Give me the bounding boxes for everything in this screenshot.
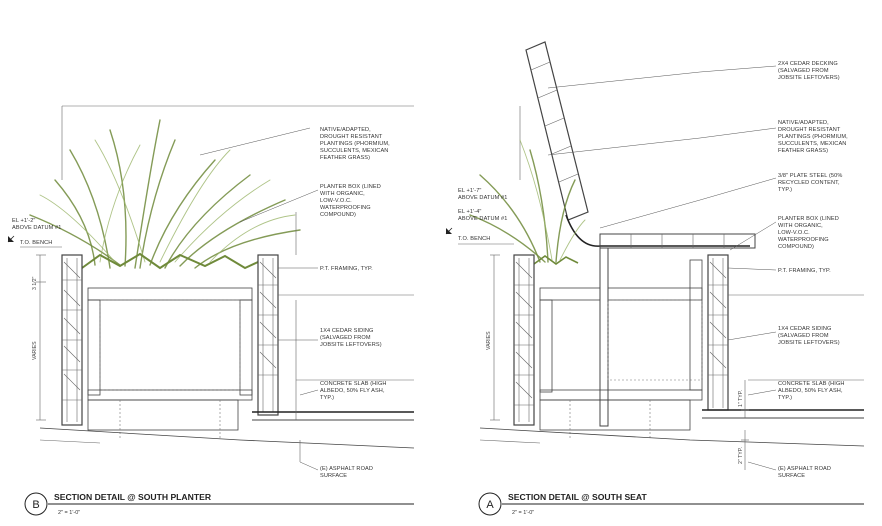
- left-note-siding: 1X4 CEDAR SIDING (SALVAGED FROM JOBSITE …: [320, 328, 382, 348]
- right-note-slab: CONCRETE SLAB (HIGH ALBEDO, 50% FLY ASH,…: [778, 381, 845, 401]
- right-note-framing: P.T. FRAMING, TYP.: [778, 268, 831, 274]
- left-section-detail: 3 1/2" VARIES EL +1'-2" ABOVE DATUM #1 T…: [7, 105, 415, 516]
- left-title-block: B SECTION DETAIL @ SOUTH PLANTER 2" = 1'…: [24, 492, 414, 516]
- left-detail-badge: B: [32, 499, 39, 511]
- svg-text:JOBSITE LEFTOVERS): JOBSITE LEFTOVERS): [320, 342, 382, 348]
- svg-text:SUCCULENTS, MEXICAN: SUCCULENTS, MEXICAN: [778, 141, 846, 147]
- svg-text:NATIVE/ADAPTED,: NATIVE/ADAPTED,: [320, 127, 371, 133]
- svg-text:DROUGHT RESISTANT: DROUGHT RESISTANT: [320, 134, 383, 140]
- left-dim-3-half: 3 1/2": [32, 276, 38, 290]
- right-section-detail: VARIES 1" TYP. 2" TYP. EL +1'-7" ABOVE D…: [445, 41, 865, 516]
- right-note-planter-box: PLANTER BOX (LINED WITH ORGANIC, LOW-V.O…: [778, 216, 839, 250]
- svg-text:(SALVAGED FROM: (SALVAGED FROM: [778, 68, 829, 74]
- left-elevation-datum: ABOVE DATUM #1: [12, 225, 61, 231]
- svg-text:WITH ORGANIC,: WITH ORGANIC,: [778, 223, 823, 229]
- left-elevation-value: EL +1'-2": [12, 218, 36, 224]
- svg-text:PLANTINGS (PHORMIUM,: PLANTINGS (PHORMIUM,: [320, 141, 390, 147]
- svg-text:(SALVAGED FROM: (SALVAGED FROM: [778, 333, 829, 339]
- svg-text:1X4 CEDAR SIDING: 1X4 CEDAR SIDING: [778, 326, 832, 332]
- svg-text:FEATHER GRASS): FEATHER GRASS): [320, 155, 370, 161]
- svg-text:PLANTER BOX (LINED: PLANTER BOX (LINED: [320, 184, 381, 190]
- svg-text:WITH ORGANIC,: WITH ORGANIC,: [320, 191, 365, 197]
- svg-text:2X4 CEDAR DECKING: 2X4 CEDAR DECKING: [778, 61, 838, 67]
- left-dimensions: 3 1/2" VARIES: [32, 212, 301, 462]
- svg-text:JOBSITE LEFTOVERS): JOBSITE LEFTOVERS): [778, 75, 840, 81]
- right-dim-1-typ: 1" TYP.: [738, 390, 744, 407]
- svg-text:TYP.): TYP.): [320, 395, 334, 401]
- svg-text:(E) ASPHALT ROAD: (E) ASPHALT ROAD: [320, 466, 373, 472]
- left-note-planter-box: PLANTER BOX (LINED WITH ORGANIC, LOW-V.O…: [320, 184, 381, 218]
- svg-text:LOW-V.O.C.: LOW-V.O.C.: [320, 198, 352, 204]
- svg-text:ALBEDO, 50% FLY ASH,: ALBEDO, 50% FLY ASH,: [778, 388, 843, 394]
- svg-text:WATERPROOFING: WATERPROOFING: [320, 205, 371, 211]
- svg-text:PLANTER BOX (LINED: PLANTER BOX (LINED: [778, 216, 839, 222]
- svg-text:COMPOUND): COMPOUND): [320, 212, 356, 218]
- left-planter-box: [39, 254, 415, 449]
- svg-text:WATERPROOFING: WATERPROOFING: [778, 237, 829, 243]
- left-note-road: (E) ASPHALT ROAD SURFACE: [320, 466, 373, 479]
- left-note-slab: CONCRETE SLAB (HIGH ALBEDO, 50% FLY ASH,…: [320, 381, 387, 401]
- svg-text:SURFACE: SURFACE: [320, 473, 347, 479]
- right-seat-decking: [599, 233, 756, 249]
- svg-text:(SALVAGED FROM: (SALVAGED FROM: [320, 335, 371, 341]
- left-tobench-label: T.O. BENCH: [20, 240, 52, 246]
- left-leaders: [199, 127, 414, 471]
- svg-text:LOW-V.O.C.: LOW-V.O.C.: [778, 230, 810, 236]
- svg-text:ABOVE DATUM #1: ABOVE DATUM #1: [458, 195, 507, 201]
- svg-text:ALBEDO, 50% FLY ASH,: ALBEDO, 50% FLY ASH,: [320, 388, 385, 394]
- svg-text:FEATHER GRASS): FEATHER GRASS): [778, 148, 828, 154]
- right-note-road: (E) ASPHALT ROAD SURFACE: [778, 466, 831, 479]
- svg-text:1X4 CEDAR SIDING: 1X4 CEDAR SIDING: [320, 328, 374, 334]
- right-elevation-marker: EL +1'-7" ABOVE DATUM #1 EL +1'-4" ABOVE…: [445, 188, 514, 245]
- left-grass-planting: [29, 119, 301, 270]
- svg-text:RECYCLED CONTENT,: RECYCLED CONTENT,: [778, 180, 840, 186]
- svg-text:ABOVE DATUM #1: ABOVE DATUM #1: [458, 216, 507, 222]
- svg-text:3/8" PLATE STEEL (50%: 3/8" PLATE STEEL (50%: [778, 173, 842, 179]
- left-elevation-marker: EL +1'-2" ABOVE DATUM #1 T.O. BENCH: [7, 218, 62, 248]
- svg-text:PLANTINGS (PHORMIUM,: PLANTINGS (PHORMIUM,: [778, 134, 848, 140]
- right-dim-varies: VARIES: [486, 331, 492, 350]
- svg-text:SURFACE: SURFACE: [778, 473, 805, 479]
- right-note-siding: 1X4 CEDAR SIDING (SALVAGED FROM JOBSITE …: [778, 326, 840, 346]
- svg-text:JOBSITE LEFTOVERS): JOBSITE LEFTOVERS): [778, 340, 840, 346]
- right-elevation-upper: EL +1'-7": [458, 188, 482, 194]
- left-dim-varies: VARIES: [32, 341, 38, 360]
- right-detail-title: SECTION DETAIL @ SOUTH SEAT: [508, 492, 647, 502]
- svg-text:(E) ASPHALT ROAD: (E) ASPHALT ROAD: [778, 466, 831, 472]
- svg-text:TYP.): TYP.): [778, 187, 792, 193]
- right-tobench-label: T.O. BENCH: [458, 236, 490, 242]
- right-planter-box: [479, 247, 865, 447]
- right-leaders: [547, 65, 864, 471]
- right-note-decking: 2X4 CEDAR DECKING (SALVAGED FROM JOBSITE…: [778, 61, 840, 81]
- right-dimensions: VARIES 1" TYP. 2" TYP.: [486, 254, 749, 470]
- left-detail-scale: 2" = 1'-0": [58, 510, 80, 516]
- right-elevation-lower: EL +1'-4": [458, 209, 482, 215]
- right-detail-badge: A: [486, 499, 494, 511]
- right-dim-2-typ: 2" TYP.: [738, 447, 744, 464]
- right-note-plantings: NATIVE/ADAPTED, DROUGHT RESISTANT PLANTI…: [778, 120, 848, 154]
- left-note-framing: P.T. FRAMING, TYP.: [320, 266, 373, 272]
- left-note-plantings: NATIVE/ADAPTED, DROUGHT RESISTANT PLANTI…: [320, 127, 390, 161]
- svg-text:DROUGHT RESISTANT: DROUGHT RESISTANT: [778, 127, 841, 133]
- svg-text:CONCRETE SLAB (HIGH: CONCRETE SLAB (HIGH: [320, 381, 387, 387]
- svg-text:SUCCULENTS, MEXICAN: SUCCULENTS, MEXICAN: [320, 148, 388, 154]
- right-title-block: A SECTION DETAIL @ SOUTH SEAT 2" = 1'-0": [478, 492, 864, 516]
- right-note-steel: 3/8" PLATE STEEL (50% RECYCLED CONTENT, …: [778, 173, 842, 193]
- svg-text:NATIVE/ADAPTED,: NATIVE/ADAPTED,: [778, 120, 829, 126]
- right-seat-backrest: [525, 41, 750, 247]
- svg-text:COMPOUND): COMPOUND): [778, 244, 814, 250]
- svg-text:CONCRETE SLAB (HIGH: CONCRETE SLAB (HIGH: [778, 381, 845, 387]
- right-grass-planting: [469, 139, 586, 265]
- svg-text:TYP.): TYP.): [778, 395, 792, 401]
- left-detail-title: SECTION DETAIL @ SOUTH PLANTER: [54, 492, 212, 502]
- right-detail-scale: 2" = 1'-0": [512, 510, 534, 516]
